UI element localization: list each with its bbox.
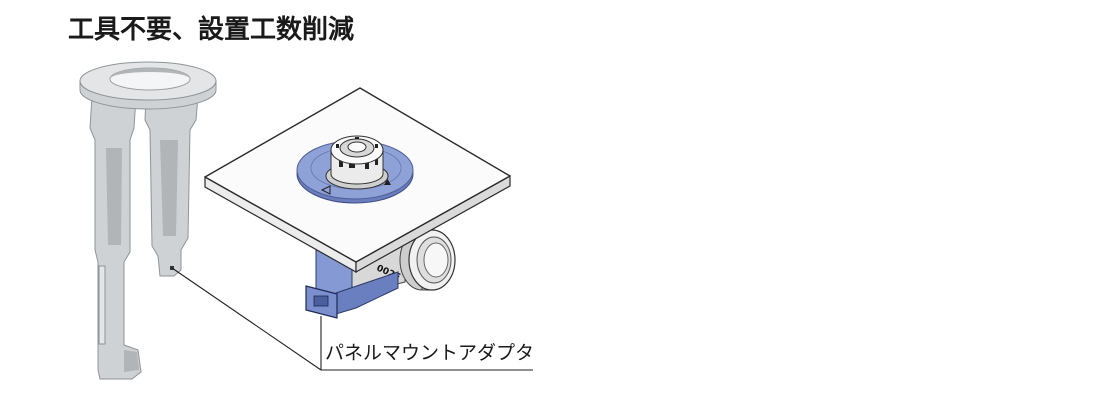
adapter-right-leg-slot — [160, 140, 178, 236]
connector-detail-1 — [339, 160, 343, 167]
panel-mount-adapter-part — [79, 61, 217, 380]
flange-and-connector — [296, 135, 414, 204]
connector-detail-3 — [365, 162, 369, 169]
connector-tooth-1 — [336, 144, 339, 148]
connector-detail-4 — [375, 158, 378, 165]
adapter-clip-slot — [313, 295, 329, 307]
connector-tooth-2 — [375, 144, 378, 148]
leader-line-diagonal — [171, 267, 322, 371]
callout-label-panel-mount-adapter: パネルマウントアダプタ — [325, 342, 535, 364]
adapter-ring-inner-wall — [110, 68, 190, 79]
connector-core — [347, 141, 367, 153]
adapter-left-leg-slot — [106, 148, 122, 245]
page-title: 工具不要、設置工数削減 — [68, 15, 355, 45]
flange-arrow-mark-right — [384, 179, 391, 185]
connector-collar-inner — [423, 242, 449, 278]
connector-detail-2 — [349, 164, 355, 168]
adapter-left-leg-highlight — [98, 265, 106, 345]
callout-leader — [171, 267, 533, 371]
connector-tooth-3 — [355, 137, 359, 139]
adapter-left-leg-hook-shade — [124, 350, 139, 372]
flange-arrow-mark-left — [320, 185, 331, 195]
